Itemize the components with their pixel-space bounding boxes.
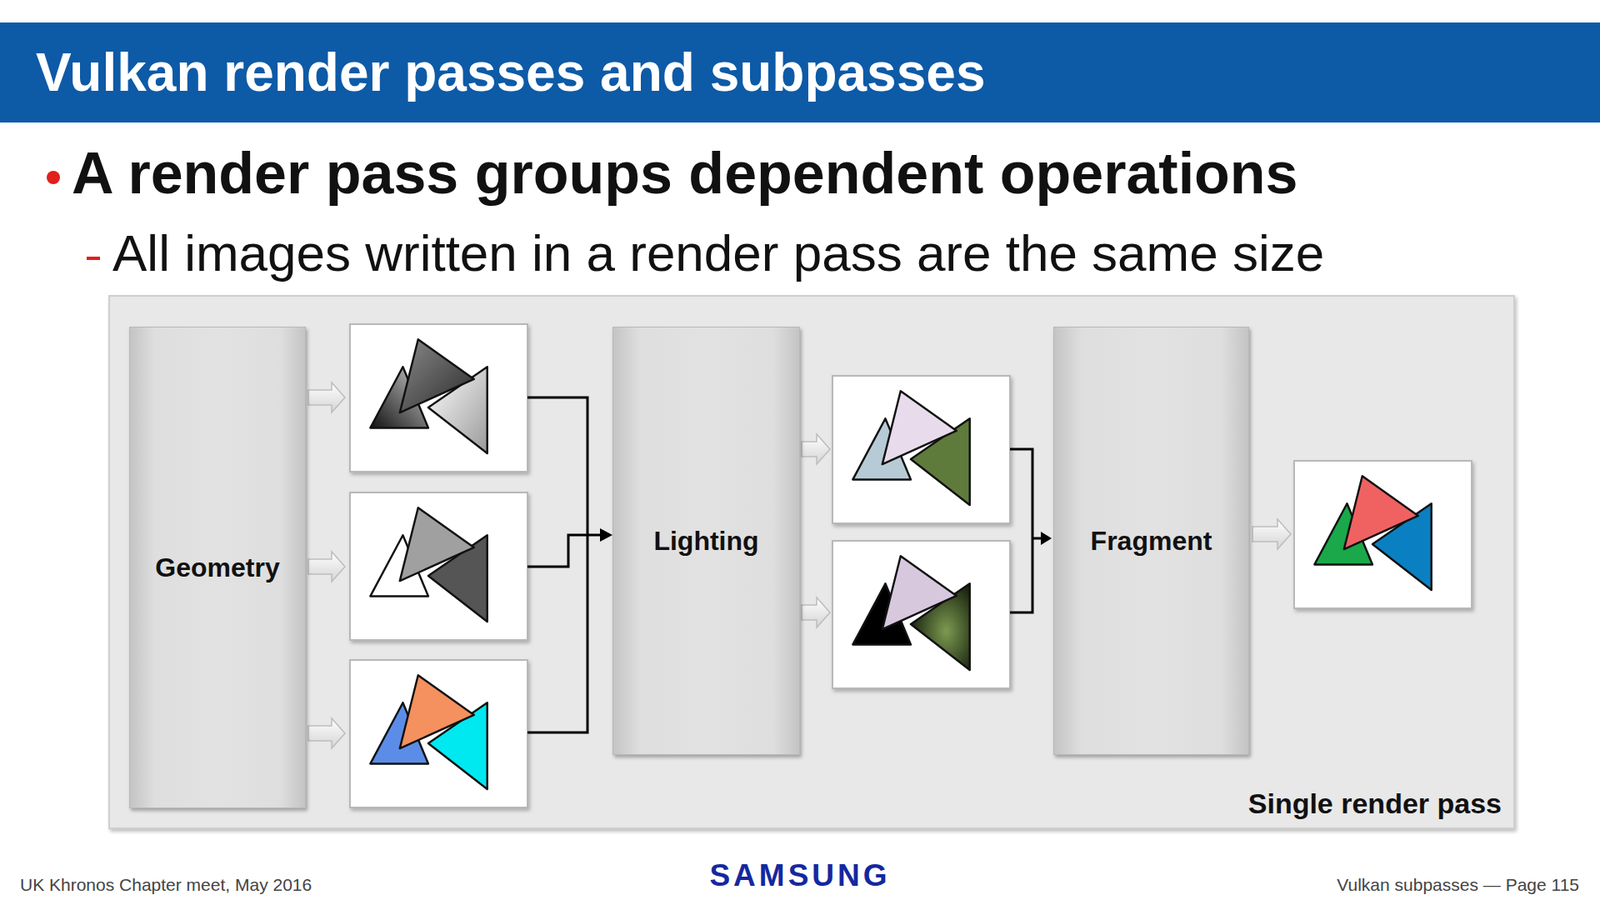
title-bar: Vulkan render passes and subpasses — [0, 22, 1600, 123]
footer-note: UK Khronos Chapter meet, May 2016 — [20, 875, 312, 895]
stage-label: Lighting — [653, 525, 759, 557]
sub-bullet-text: All images written in a render pass are … — [112, 223, 1325, 284]
bullet-text: A render pass groups dependent operation… — [71, 140, 1299, 207]
page-number: Vulkan subpasses — Page 115 — [1336, 875, 1580, 895]
slide-title: Vulkan render passes and subpasses — [35, 22, 985, 123]
panel-ground — [109, 295, 1515, 829]
bullet-dot — [46, 170, 60, 185]
stage-label: Fragment — [1090, 525, 1213, 557]
subpass-box: Fragment — [1053, 326, 1250, 755]
panel-label: Single render pass — [1248, 787, 1502, 820]
image-frames — [350, 324, 1472, 808]
render-pass-panel: Single render pass Geometry Lighting Fragme… — [109, 295, 1515, 829]
stage-label: Geometry — [155, 552, 280, 584]
bullet-dash — [86, 256, 100, 260]
triangle-images — [370, 339, 1431, 790]
subpass-box: Lighting — [612, 326, 800, 755]
subpass-box: Geometry — [129, 326, 306, 809]
